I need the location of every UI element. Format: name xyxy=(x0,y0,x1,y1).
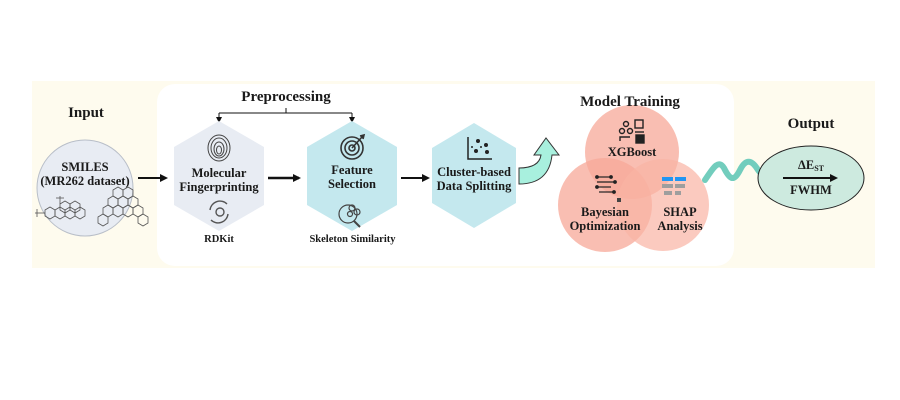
tree-model-icon xyxy=(618,119,645,144)
output-target-2: FWHM xyxy=(790,183,832,197)
output-target-1: ΔEST xyxy=(781,158,841,173)
delta-e-subscript: ST xyxy=(814,164,824,173)
shap-label: SHAP Analysis xyxy=(645,205,715,234)
molecule-structure-icon xyxy=(35,186,149,227)
fingerprint-label: Molecular Fingerprinting xyxy=(169,166,269,195)
fingerprint-line1: Molecular xyxy=(191,166,247,180)
gear-cycle-icon xyxy=(209,200,229,224)
feature-selection-label: Feature Selection xyxy=(312,163,392,192)
model-training-title: Model Training xyxy=(580,94,680,110)
output-title: Output xyxy=(787,116,835,132)
fingerprint-icon xyxy=(207,134,231,162)
skeleton-similarity-label: Skeleton Similarity xyxy=(309,234,396,245)
fingerprint-hexagon xyxy=(174,121,264,231)
input-node-line2: (MR262 dataset) xyxy=(40,174,130,189)
feature-line2: Selection xyxy=(328,177,376,192)
fingerprint-line2: Fingerprinting xyxy=(179,180,259,195)
scatter-plot-icon xyxy=(467,137,492,160)
circuit-icon xyxy=(595,175,621,202)
bayesian-line1: Bayesian xyxy=(581,205,629,219)
bayesian-line2: Optimization xyxy=(569,219,641,234)
bayesian-label: Bayesian Optimization xyxy=(560,205,650,234)
cluster-line2: Data Splitting xyxy=(436,179,512,194)
curved-arrow xyxy=(518,137,561,185)
xgboost-label: XGBoost xyxy=(607,145,657,159)
delta-e-label: ΔE xyxy=(798,158,815,172)
magnifier-molecule-icon xyxy=(338,204,361,228)
feature-line1: Feature xyxy=(331,163,373,177)
input-circle xyxy=(36,139,134,237)
shap-line1: SHAP xyxy=(663,205,697,219)
target-icon xyxy=(340,133,366,160)
feature-selection-hexagon xyxy=(307,121,397,231)
input-node-label: SMILES (MR262 dataset) xyxy=(30,160,140,189)
input-title: Input xyxy=(68,105,104,121)
rdkit-label: RDKit xyxy=(204,234,234,245)
input-node-line1: SMILES xyxy=(61,160,109,174)
shap-circle xyxy=(617,159,709,251)
cluster-split-hexagon xyxy=(432,123,516,228)
shap-line2: Analysis xyxy=(657,219,703,234)
preprocessing-title: Preprocessing xyxy=(241,89,331,105)
preprocessing-bracket xyxy=(216,108,355,123)
cluster-line1: Cluster-based xyxy=(437,165,511,179)
bar-table-icon xyxy=(662,177,686,195)
cluster-split-label: Cluster-based Data Splitting xyxy=(424,165,524,194)
